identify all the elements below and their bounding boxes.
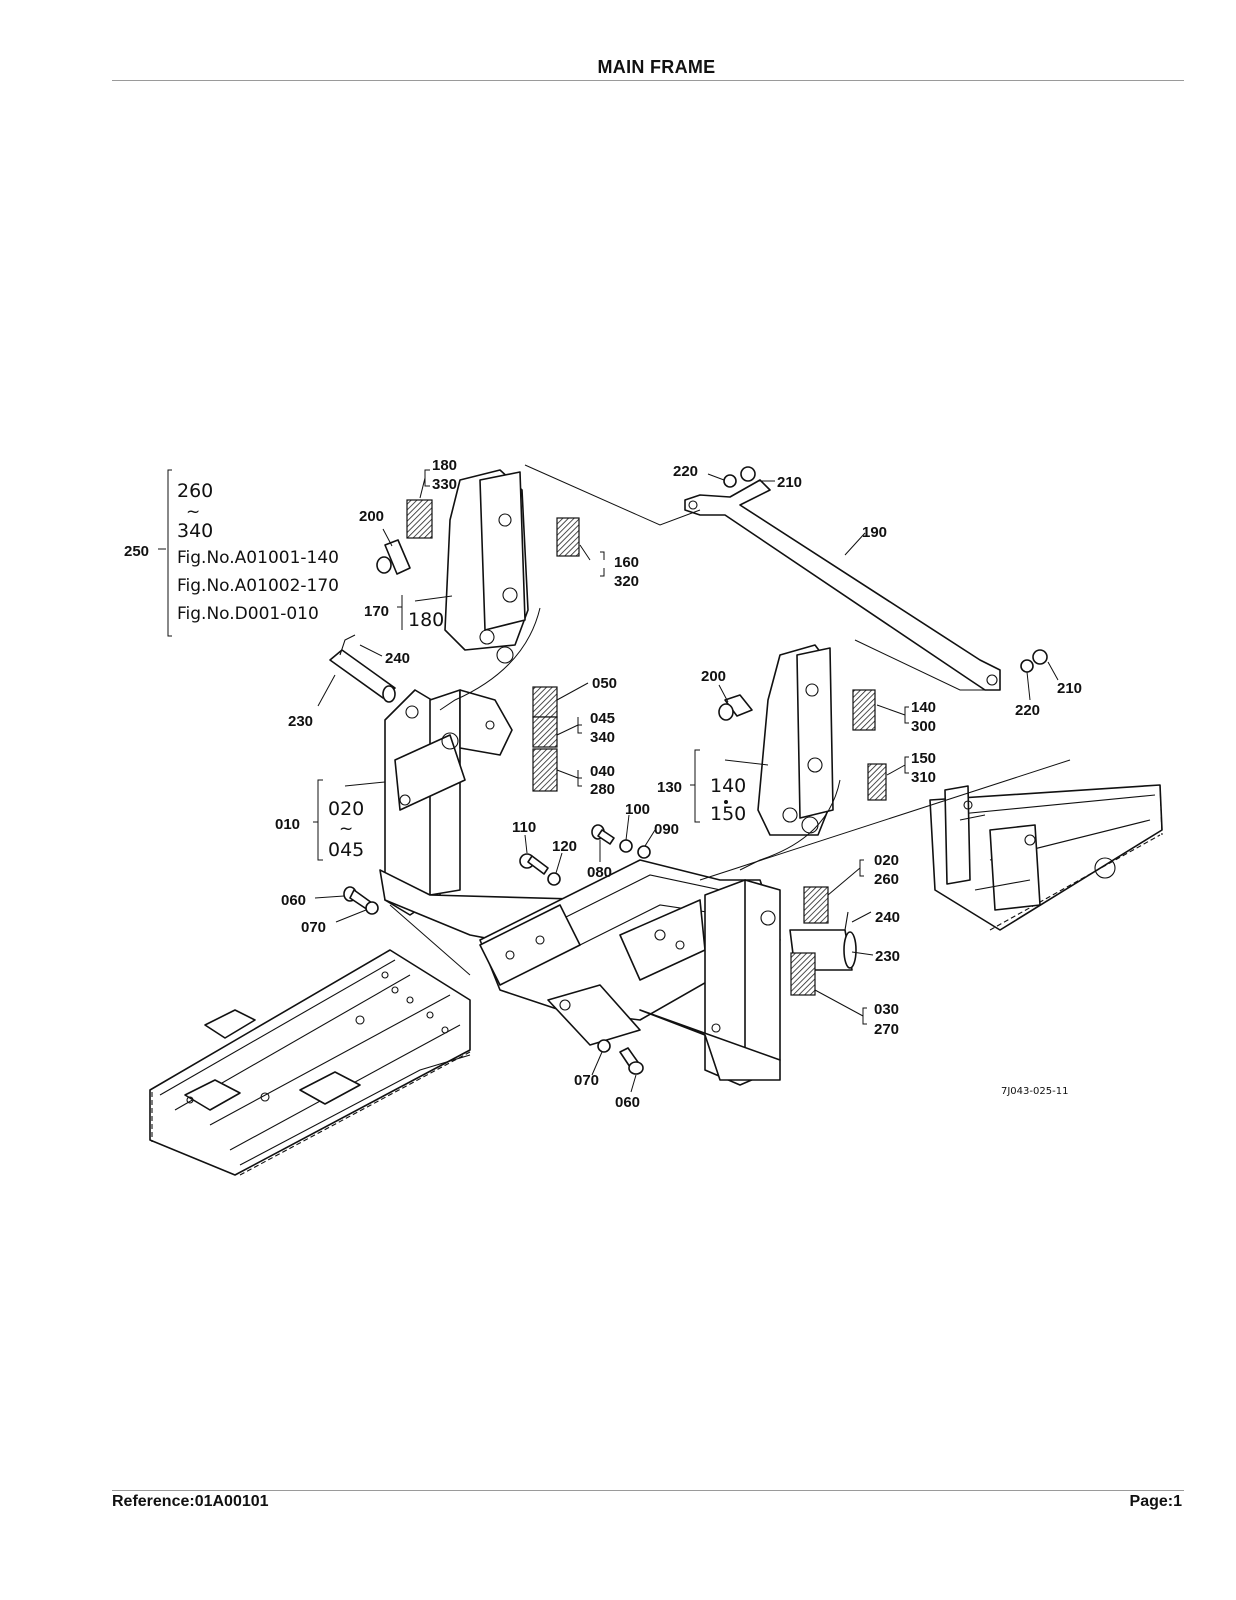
callout-250: 250	[124, 543, 149, 560]
ref-range-end: 340	[177, 520, 213, 542]
callout-100: 100	[625, 801, 650, 818]
stay-rod	[684, 479, 1001, 691]
callout-200-right: 200	[701, 668, 726, 685]
callout-240-right: 240	[875, 909, 900, 926]
callout-020: 020	[874, 852, 899, 869]
callout-220-bottom: 220	[1015, 702, 1040, 719]
callout-140-handwritten: 140	[710, 775, 746, 797]
callout-330: 330	[432, 476, 457, 493]
drawing-code: 7J043-025-11	[1001, 1086, 1068, 1097]
callout-270: 270	[874, 1021, 899, 1038]
range-dot-130	[724, 800, 728, 804]
bolt-060-left	[343, 886, 379, 915]
callout-150-handwritten: 150	[710, 803, 746, 825]
range-tilde-010: ~	[339, 819, 353, 839]
ref-fig-3: Fig.No.D001-010	[177, 604, 319, 624]
callout-310: 310	[911, 769, 936, 786]
callout-210-top: 210	[777, 474, 802, 491]
callout-045: 045	[590, 710, 615, 727]
bolt-110-120	[519, 853, 561, 886]
loader-mainframe	[379, 689, 781, 1086]
footer-reference: Reference:01A00101	[112, 1493, 269, 1510]
callout-160: 160	[614, 554, 639, 571]
callout-045-handwritten: 045	[328, 839, 364, 861]
nut-210-top	[723, 466, 756, 488]
bolt-080-090-100	[591, 824, 651, 859]
bolt-200-left	[376, 539, 411, 575]
left-boom-bracket	[439, 469, 541, 711]
callout-130: 130	[657, 779, 682, 796]
callout-210-bottom: 210	[1057, 680, 1082, 697]
callout-020-handwritten: 020	[328, 798, 364, 820]
decal-030-270	[790, 952, 816, 996]
ref-range-start: 260	[177, 480, 213, 502]
callout-220-top: 220	[673, 463, 698, 480]
callout-050: 050	[592, 675, 617, 692]
decal-020-260	[803, 886, 829, 924]
pin-left	[329, 634, 396, 703]
ref-fig-2: Fig.No.A01002-170	[177, 576, 339, 596]
ref-fig-1: Fig.No.A01001-140	[177, 548, 339, 568]
footer-rule	[112, 1490, 1184, 1491]
nut-210-bottom	[1020, 649, 1048, 673]
callout-060: 060	[281, 892, 306, 909]
ref-range-tilde: ~	[186, 502, 200, 522]
callout-340: 340	[590, 729, 615, 746]
callout-010: 010	[275, 816, 300, 833]
callout-140: 140	[911, 699, 936, 716]
callout-230-right: 230	[875, 948, 900, 965]
callout-080: 080	[587, 864, 612, 881]
callout-040: 040	[590, 763, 615, 780]
decal-150-310	[867, 763, 887, 801]
callout-150: 150	[911, 750, 936, 767]
bolt-060-right	[597, 1039, 644, 1075]
callout-240: 240	[385, 650, 410, 667]
callout-180: 180	[432, 457, 457, 474]
callout-110: 110	[512, 819, 536, 836]
decal-050	[532, 686, 558, 718]
bolt-200-right	[718, 694, 753, 721]
right-boom-bracket	[739, 644, 841, 871]
page-title: MAIN FRAME	[597, 57, 716, 77]
callout-170: 170	[364, 603, 389, 620]
callout-090: 090	[654, 821, 679, 838]
callout-320: 320	[614, 573, 639, 590]
header-rule	[112, 80, 1184, 81]
tractor-frame-left	[149, 949, 471, 1176]
decal-160-320	[556, 517, 580, 557]
footer-page: Page:1	[1129, 1493, 1182, 1510]
callout-260: 260	[874, 871, 899, 888]
decal-140-300	[852, 689, 876, 731]
callout-070-right: 070	[574, 1072, 599, 1089]
callout-180-handwritten: 180	[408, 609, 444, 631]
callout-190: 190	[862, 524, 887, 541]
decal-180-330	[406, 499, 433, 539]
callout-070: 070	[301, 919, 326, 936]
tractor-frame-right	[929, 784, 1163, 931]
callout-060-right: 060	[615, 1094, 640, 1111]
callout-labels: 180 330 200 160 320 170 180 240 230 050 …	[275, 457, 1082, 1111]
callout-030: 030	[874, 1001, 899, 1018]
reference-block-250: 250 260 ~ 340 Fig.No.A01001-140 Fig.No.A…	[124, 480, 339, 624]
callout-120: 120	[552, 838, 577, 855]
callout-300: 300	[911, 718, 936, 735]
decal-045-340	[532, 716, 558, 748]
callout-230: 230	[288, 713, 313, 730]
leader-lines	[158, 464, 1071, 1093]
callout-200: 200	[359, 508, 384, 525]
callout-280: 280	[590, 781, 615, 798]
decal-040-280	[532, 748, 558, 792]
